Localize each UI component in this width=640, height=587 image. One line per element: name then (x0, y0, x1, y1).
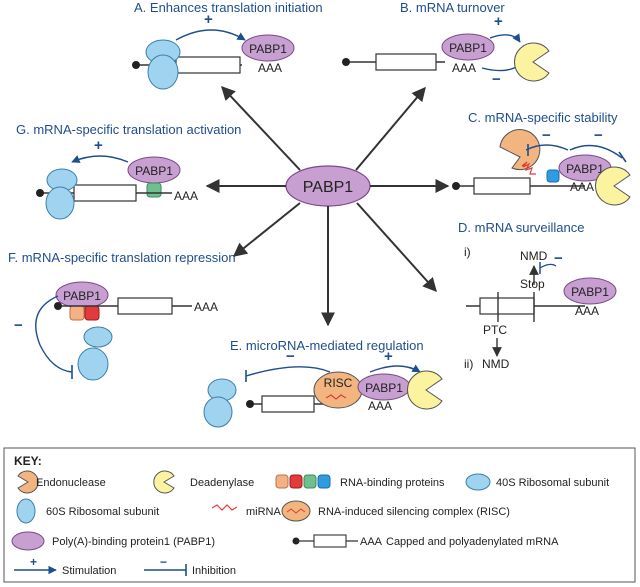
key-40s: 40S Ribosomal subunit (496, 477, 609, 489)
panel-b-pabp: PABP1 (449, 41, 487, 55)
key-pabp: Poly(A)-binding protein1 (PABP1) (52, 536, 215, 548)
panel-g-title: G. mRNA-specific translation activation (16, 122, 241, 137)
panel-b: B. mRNA turnover PABP1 AAA + − (342, 0, 550, 88)
panel-g-sign: + (94, 137, 103, 154)
radial-arrows (205, 85, 450, 327)
key-mrna-tail: AAA (360, 536, 383, 548)
key-inhibition: Inhibition (192, 565, 236, 577)
deadenylase-icon (153, 470, 175, 494)
arrow-to-b (355, 86, 426, 171)
key-plus: + (30, 555, 37, 569)
key-risc: RNA-induced silencing complex (RISC) (318, 506, 510, 518)
rbp-blue (546, 169, 560, 183)
panel-g-pabp: PABP1 (135, 164, 173, 178)
panel-f-title: F. mRNA-specific translation repression (8, 250, 236, 265)
panel-b-plus: + (494, 13, 503, 30)
panel-a-tail: AAA (258, 61, 282, 75)
panel-a: A. Enhances translation initiation + PAB… (132, 0, 323, 90)
panel-c-sign2: − (594, 127, 603, 144)
key-heading: KEY: (14, 454, 42, 468)
panel-d-stop: Stop (520, 277, 545, 291)
endonuclease-icon (17, 470, 39, 494)
panel-a-title: A. Enhances translation initiation (134, 0, 323, 15)
panel-c: C. mRNA-specific stability − − PABP1 AAA (452, 110, 631, 206)
60s-subunit (147, 54, 179, 90)
key-endonuclease: Endonuclease (36, 477, 106, 489)
panel-d-tail: AAA (575, 304, 599, 318)
panel-c-pabp: PABP1 (566, 162, 604, 176)
center-label: PABP1 (303, 179, 354, 196)
panel-e-pabp: PABP1 (365, 381, 403, 395)
panel-d-pabp: PABP1 (571, 285, 609, 299)
panel-a-sign: + (204, 11, 213, 28)
key-mrna: Capped and polyadenylated mRNA (386, 536, 559, 548)
endonuclease-icon (499, 129, 541, 171)
arrow-to-a (221, 85, 301, 171)
panel-d-case2: ii) (464, 357, 473, 371)
key-mirna: miRNA (246, 506, 281, 518)
deadenylase-icon (595, 166, 631, 206)
key-60s: 60S Ribosomal subunit (46, 506, 159, 518)
panel-d-sign: − (554, 250, 563, 267)
panel-c-sign1: − (542, 127, 551, 144)
panel-f-tail: AAA (194, 300, 218, 314)
deadenylase-icon (514, 42, 550, 82)
panel-a-pabp: PABP1 (249, 42, 287, 56)
arrow-to-f (232, 202, 301, 257)
panel-b-minus: − (492, 71, 501, 88)
panel-d-title: D. mRNA surveillance (458, 220, 584, 235)
arrow-to-d (356, 202, 437, 293)
key-deadenylase: Deadenylase (190, 477, 254, 489)
panel-f-sign: − (14, 317, 23, 334)
panel-d-case1: i) (464, 245, 471, 259)
panel-g: G. mRNA-specific translation activation … (16, 122, 241, 220)
key-stimulation: Stimulation (62, 565, 116, 577)
key-minus: − (160, 555, 167, 569)
panel-d-ptc: PTC (483, 323, 507, 337)
panel-b-tail: AAA (452, 61, 476, 75)
panel-e-tail: AAA (368, 399, 392, 413)
panel-e-plus: + (384, 348, 393, 365)
panel-c-title: C. mRNA-specific stability (468, 110, 618, 125)
panel-f-pabp: PABP1 (63, 289, 101, 303)
deadenylase-icon (407, 370, 443, 410)
panel-c-tail: AAA (570, 180, 594, 194)
panel-d-nmd-bottom: NMD (482, 357, 510, 371)
key-rbp: RNA-binding proteins (340, 477, 445, 489)
panel-e-minus: − (286, 348, 295, 365)
panel-e-risc: RISC (324, 376, 353, 390)
panel-g-tail: AAA (174, 189, 198, 203)
panel-d-nmd-top: NMD (520, 249, 548, 263)
panel-f: F. mRNA-specific translation repression … (8, 250, 236, 381)
panel-e-title: E. microRNA-mediated regulation (230, 338, 424, 353)
panel-e: E. microRNA-mediated regulation − + RISC… (203, 338, 443, 428)
center-node: PABP1 (285, 165, 371, 207)
panel-b-title: B. mRNA turnover (400, 0, 505, 15)
panel-d: D. mRNA surveillance i) NMD − Stop PABP1… (458, 220, 617, 371)
key-panel: KEY: Endonuclease Deadenylase RNA-bindin… (3, 447, 636, 583)
